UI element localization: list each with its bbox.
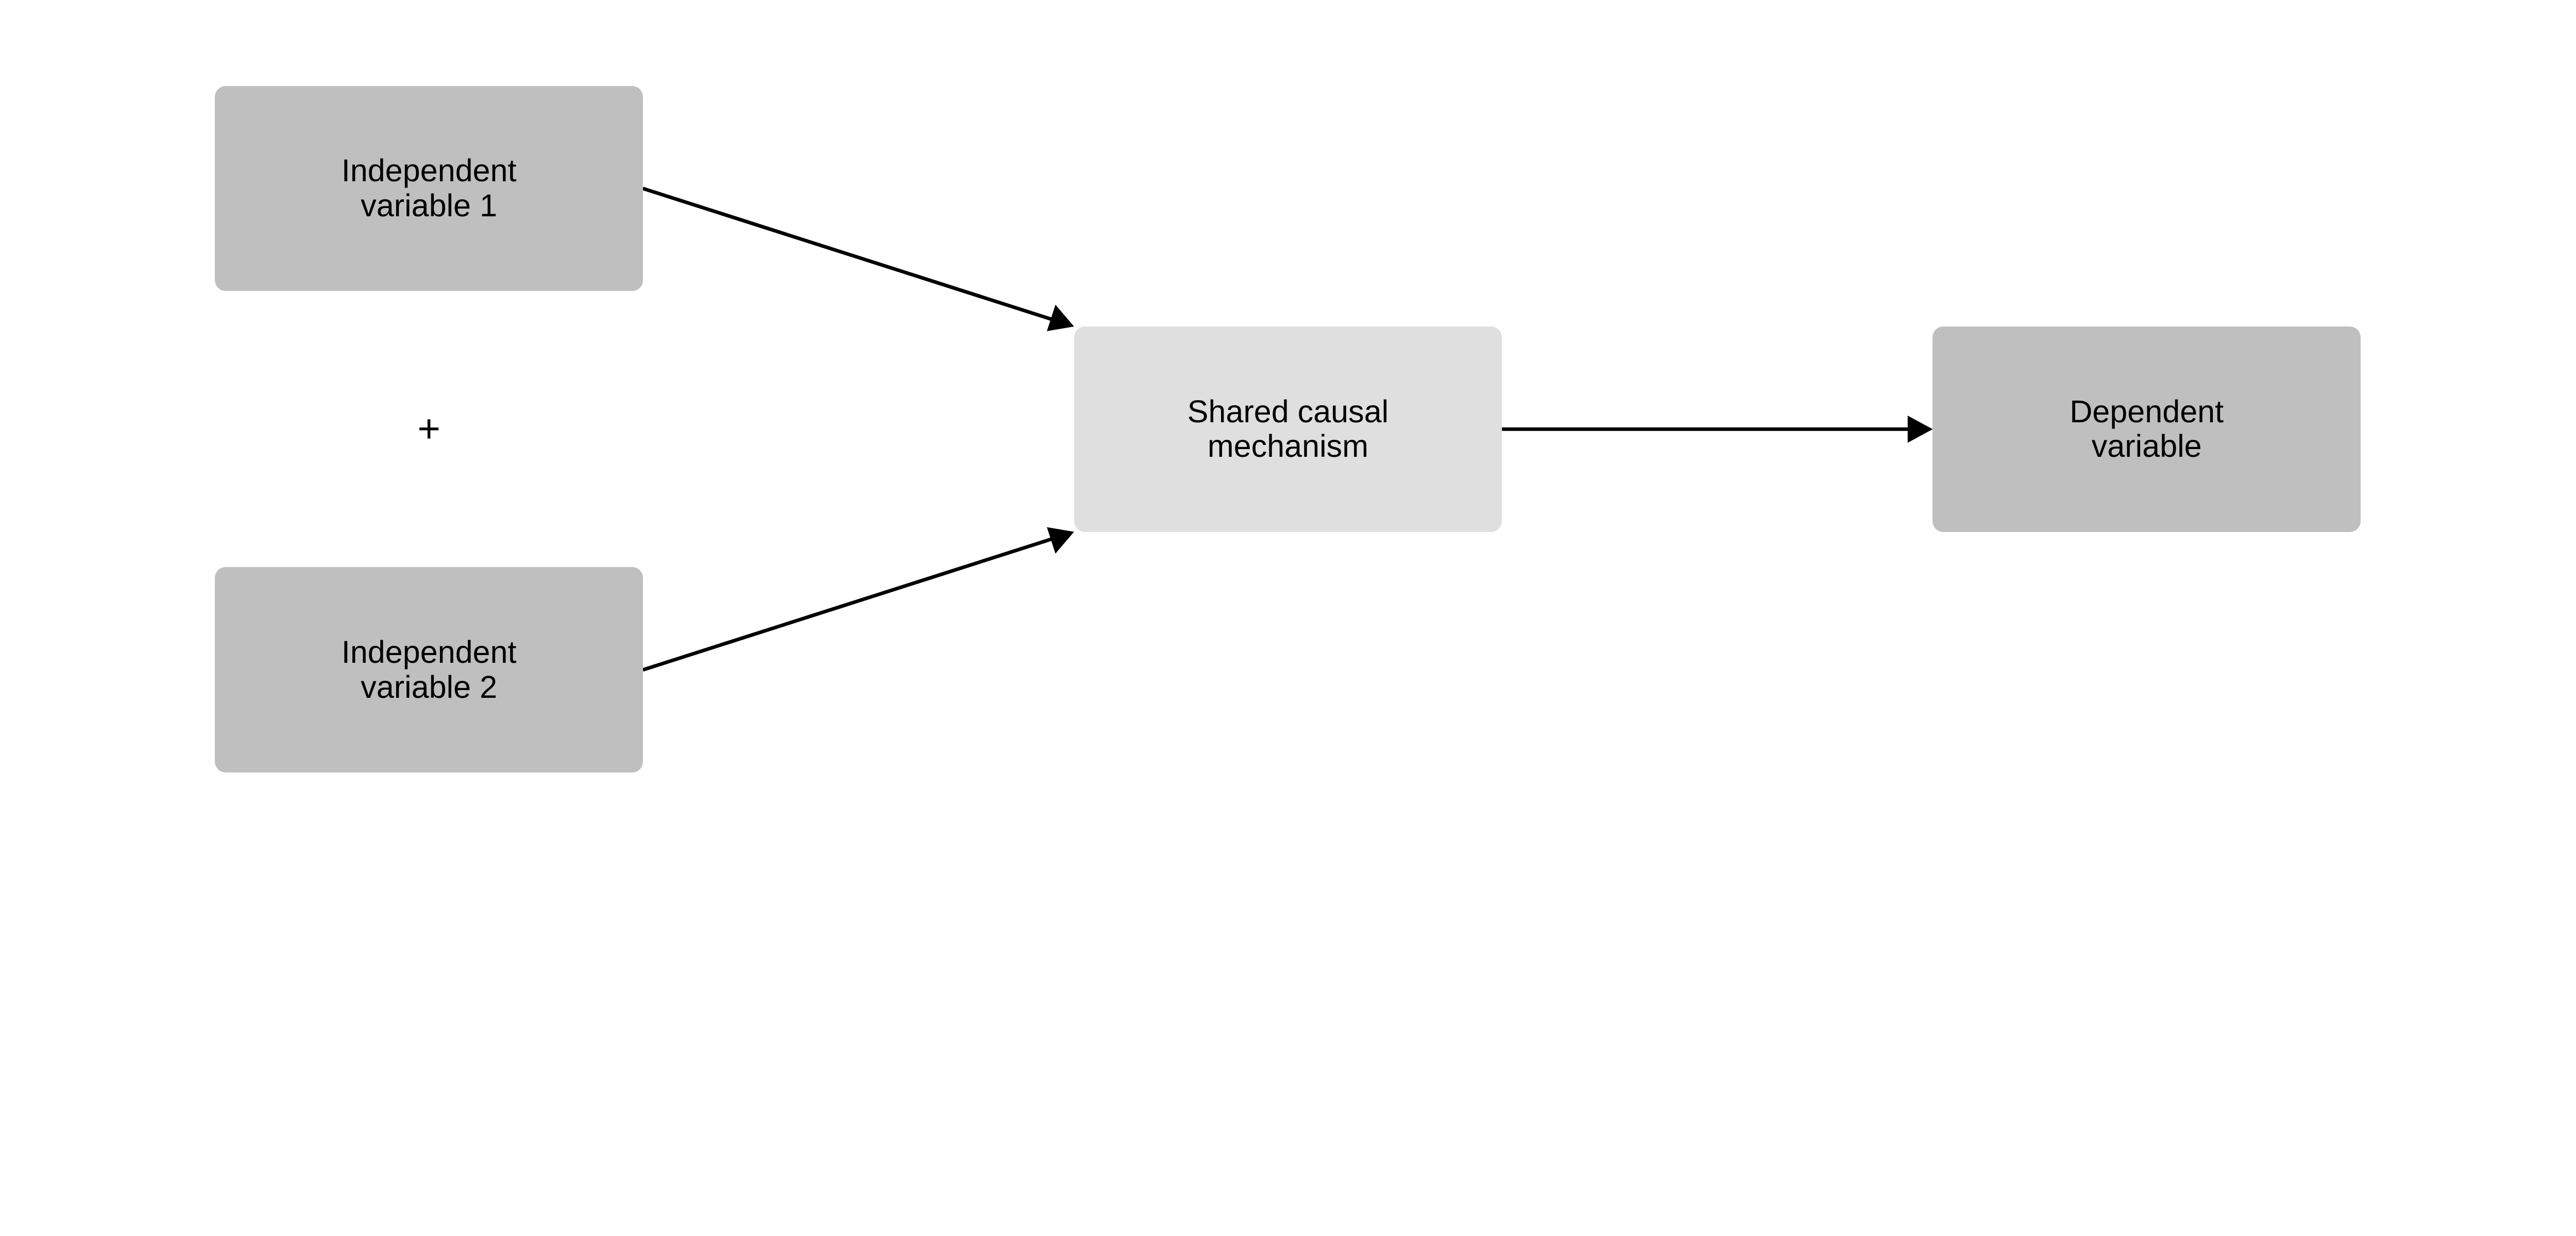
node-shared-causal-mechanism: Shared causal mechanism <box>1074 327 1502 532</box>
node-label-line-1: Shared causal <box>1187 393 1389 429</box>
causal-diagram: Independent variable 1 + Independent var… <box>215 85 2361 772</box>
edge-mechanism-to-dv <box>1502 415 1933 443</box>
node-independent-variable-2: Independent variable 2 <box>215 567 643 772</box>
node-label-line-2: variable 2 <box>361 669 498 705</box>
edges-layer <box>642 186 1933 672</box>
arrow-line <box>642 186 1053 321</box>
node-label-line-2: variable <box>2091 428 2202 464</box>
node-independent-variable-1: Independent variable 1 <box>215 85 643 291</box>
arrowhead-icon <box>1046 527 1074 554</box>
node-label-line-1: Independent <box>341 153 517 188</box>
node-label-line-2: variable 1 <box>361 187 498 223</box>
node-dependent-variable: Dependent variable <box>1933 327 2361 532</box>
edge-iv2-to-mechanism <box>642 527 1074 672</box>
node-label-line-2: mechanism <box>1207 428 1369 464</box>
arrow-line <box>642 537 1053 672</box>
arrowhead-icon <box>1046 304 1074 332</box>
edge-iv1-to-mechanism <box>642 186 1074 332</box>
plus-sign: + <box>417 407 440 451</box>
node-label-line-1: Independent <box>341 634 517 670</box>
arrowhead-icon <box>1907 415 1933 443</box>
node-label-line-1: Dependent <box>2070 393 2224 429</box>
